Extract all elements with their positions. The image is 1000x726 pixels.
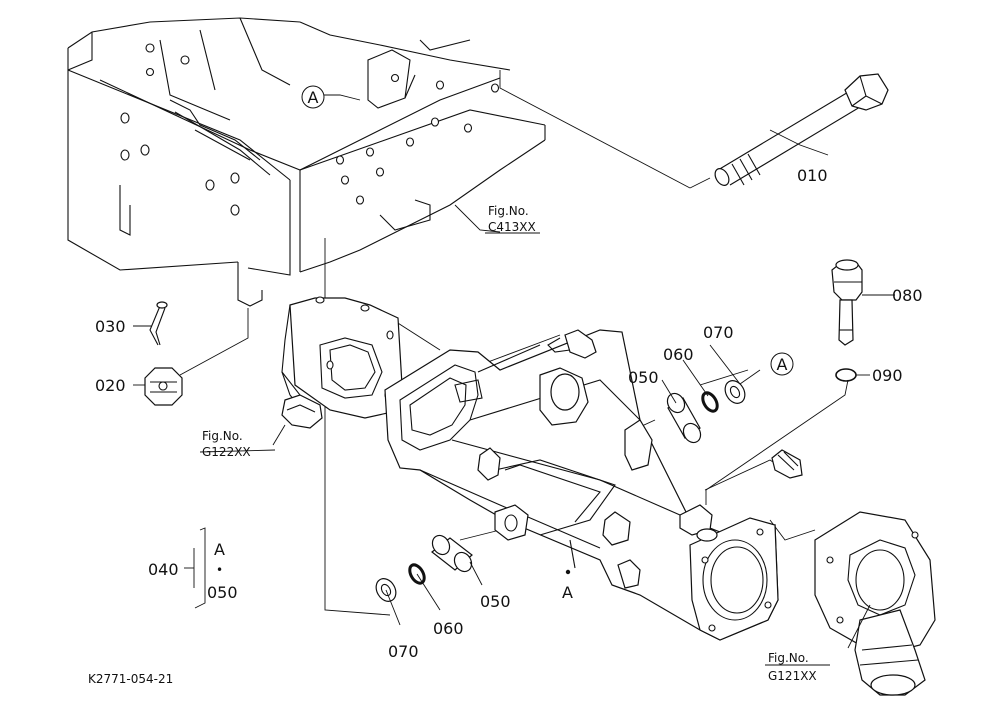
left-housing-drawing xyxy=(281,296,403,429)
callout-070-left: 070 xyxy=(388,642,419,661)
callout-070-right: 070 xyxy=(703,323,734,342)
callout-010: 010 xyxy=(797,166,828,185)
breather-plug-080 xyxy=(831,259,863,346)
bushing-050-right xyxy=(666,392,702,444)
svg-text:G122XX: G122XX xyxy=(202,445,251,459)
front-axle-case-drawing xyxy=(384,329,779,641)
o-ring-090 xyxy=(835,368,857,382)
grease-fitting xyxy=(771,449,803,479)
fig-ref-g122xx[interactable]: Fig.No. G122XX xyxy=(202,429,251,459)
svg-text:Fig.No.: Fig.No. xyxy=(202,429,243,443)
drawing-code: K2771-054-21 xyxy=(88,672,173,686)
fig-ref-c413xx[interactable]: Fig.No. C413XX xyxy=(488,204,536,234)
callout-090: 090 xyxy=(872,366,903,385)
washer-070-right xyxy=(724,380,746,404)
circle-marker-a-top: A xyxy=(301,85,325,109)
circle-marker-a-right: A xyxy=(770,352,794,376)
cotter-pin-030 xyxy=(149,301,168,346)
callout-050-left: 050 xyxy=(480,592,511,611)
callout-050-right: 050 xyxy=(628,368,659,387)
svg-text:G121XX: G121XX xyxy=(768,669,817,683)
svg-text:Fig.No.: Fig.No. xyxy=(768,651,809,665)
svg-text:Fig.No.: Fig.No. xyxy=(488,204,529,218)
callout-060-left: 060 xyxy=(433,619,464,638)
o-ring-060-right xyxy=(701,391,719,413)
castle-nut-020 xyxy=(144,367,183,406)
bushing-050-left xyxy=(431,534,473,573)
callout-020: 020 xyxy=(95,376,126,395)
callout-030: 030 xyxy=(95,317,126,336)
bracket-set-bottom: 050 xyxy=(207,583,238,602)
bracket-set-dot: • xyxy=(216,563,223,577)
callout-060-right: 060 xyxy=(663,345,694,364)
front-frame-drawing xyxy=(67,17,546,307)
callout-040: 040 xyxy=(148,560,179,579)
svg-text:C413XX: C413XX xyxy=(488,220,536,234)
pivot-pin-010 xyxy=(714,73,889,186)
callout-080: 080 xyxy=(892,286,923,305)
bracket-set-top: A xyxy=(214,540,225,559)
right-housing-drawing xyxy=(814,511,936,696)
svg-text:A: A xyxy=(308,88,319,107)
leader-lines xyxy=(133,129,895,666)
point-a-label: A xyxy=(562,583,573,602)
fig-ref-g121xx[interactable]: Fig.No. G121XX xyxy=(768,651,817,683)
svg-text:A: A xyxy=(777,355,788,374)
